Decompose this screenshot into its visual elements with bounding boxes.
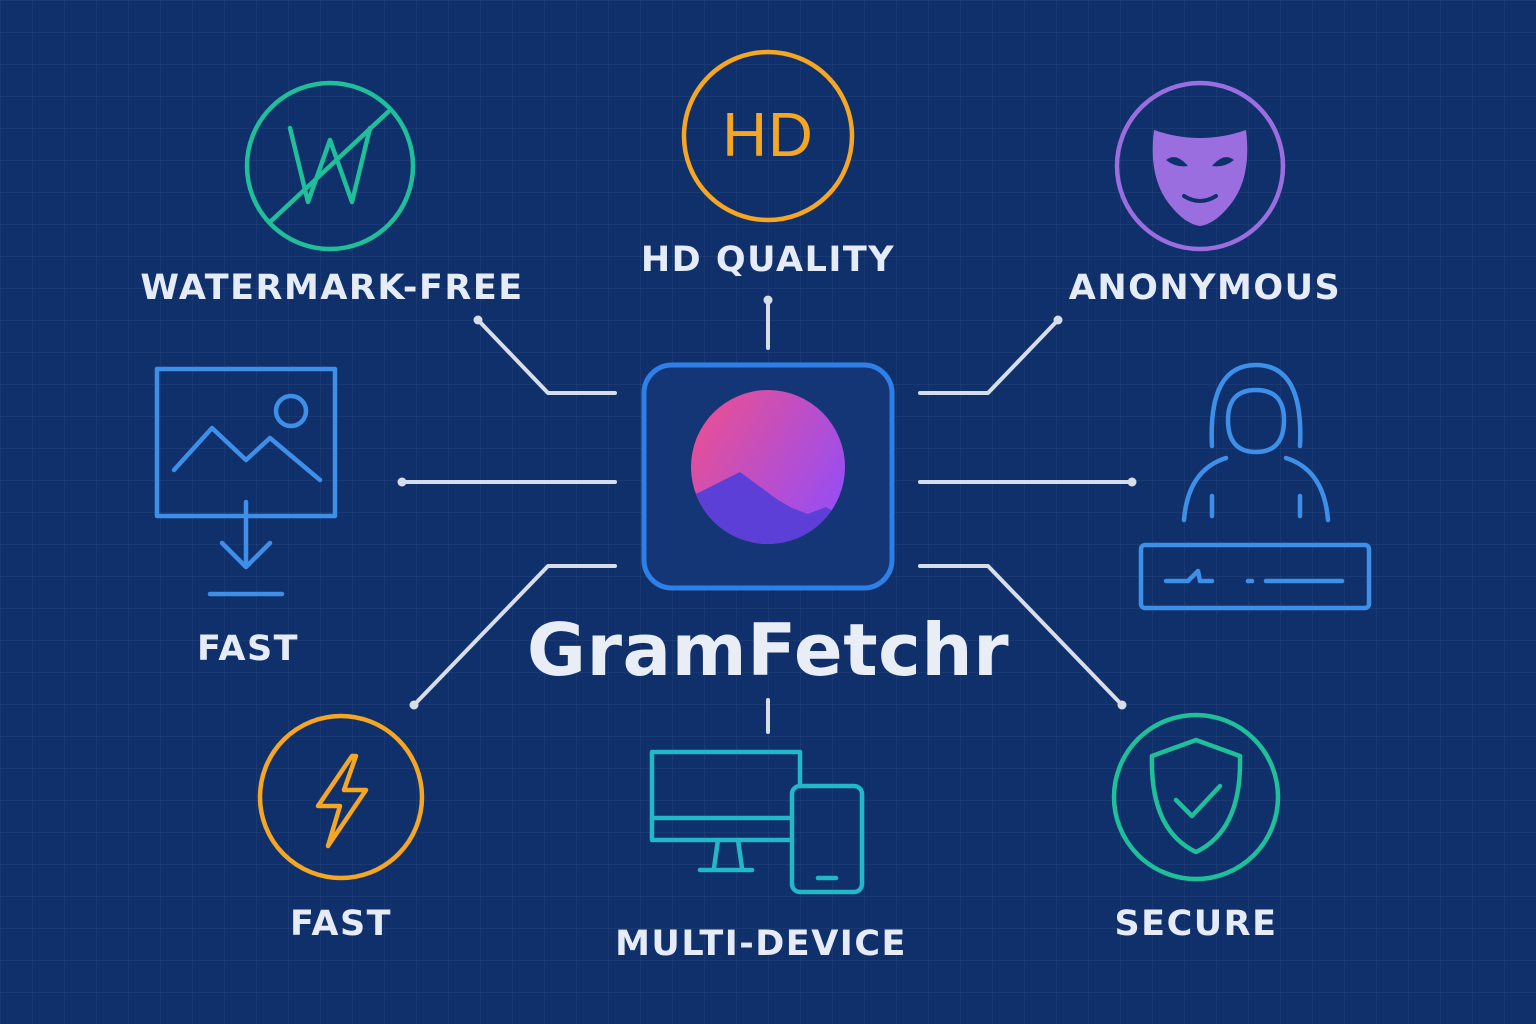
- mask-icon: [1114, 80, 1286, 252]
- connectors: [397, 295, 1137, 734]
- image-download-icon: [154, 366, 338, 597]
- connector-dot: [763, 295, 773, 305]
- brand-name: GramFetchr: [526, 608, 1010, 692]
- connector-anonymous: [918, 318, 1060, 395]
- hd-icon: [681, 49, 855, 223]
- devices-icon: [649, 749, 865, 895]
- connector-secure: [918, 564, 1124, 707]
- landscape-app-icon: [641, 362, 895, 591]
- hooded-user-icon: [1138, 362, 1372, 611]
- feature-label-fast-lightning: FAST: [289, 904, 393, 944]
- lightning-icon: [257, 713, 425, 881]
- feature-label-secure: SECURE: [1114, 904, 1278, 944]
- connector-dot: [1127, 477, 1137, 487]
- feature-label-anonymous: ANONYMOUS: [1068, 268, 1342, 308]
- feature-label-fast-image: FAST: [196, 629, 300, 669]
- connector-dot: [1117, 700, 1127, 710]
- connector-dot: [409, 700, 419, 710]
- connector-dot: [397, 477, 407, 487]
- feature-label-watermark-free: WATERMARK-FREE: [140, 268, 524, 308]
- connector-dot: [1053, 315, 1063, 325]
- feature-label-hd-quality: HD QUALITY: [640, 240, 896, 280]
- connector-watermark: [476, 318, 617, 395]
- connector-lightning: [412, 564, 617, 707]
- feature-label-multi-device: MULTI-DEVICE: [615, 924, 907, 964]
- connector-dot: [473, 315, 483, 325]
- hd-icon-text: HD: [722, 101, 814, 170]
- no-watermark-icon: [244, 80, 416, 252]
- shield-check-icon: [1111, 712, 1281, 882]
